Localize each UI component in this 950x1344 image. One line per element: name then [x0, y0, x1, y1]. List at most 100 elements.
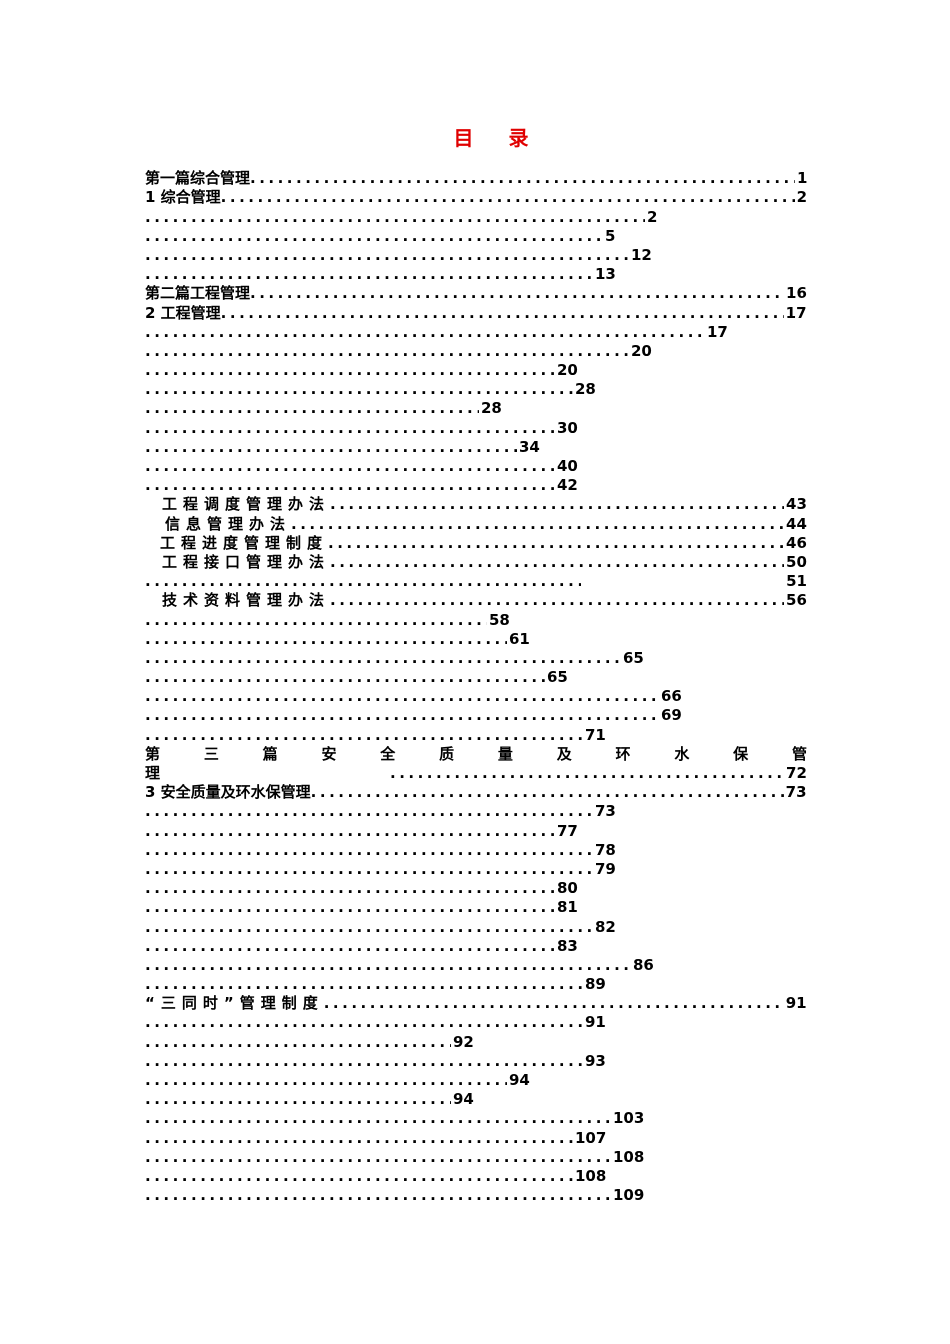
toc-entry[interactable]: ........................................… [145, 610, 807, 629]
toc-page-number: 17 [785, 303, 807, 322]
toc-entry[interactable]: ........................................… [145, 860, 807, 879]
toc-leader-dots: ........................................… [145, 380, 573, 399]
toc-entry[interactable]: ........................................… [145, 687, 807, 706]
toc-entry[interactable]: ........................................… [145, 1071, 807, 1090]
toc-page-number: 89 [585, 975, 606, 994]
toc-leader-dots: ........................................… [145, 399, 479, 418]
toc-entry[interactable]: 工程进度管理制度................................… [145, 534, 807, 553]
toc-entry[interactable]: ........................................… [145, 1186, 807, 1205]
toc-page-number: 50 [786, 552, 807, 571]
toc-leader-dots: ........................................… [323, 994, 784, 1013]
toc-entry[interactable]: ........................................… [145, 1052, 807, 1071]
toc-entry-label: 1 综合管理 [145, 188, 221, 207]
toc-leader-dots: ........................................… [145, 1128, 573, 1147]
toc-entry[interactable]: 工程接口管理办法................................… [145, 553, 807, 572]
toc-entry[interactable]: ........................................… [145, 361, 807, 380]
toc-entry[interactable]: “三同时”管理制度...............................… [145, 994, 807, 1013]
toc-page-number: 107 [575, 1128, 607, 1147]
toc-leader-dots: ........................................… [145, 648, 621, 667]
toc-entry[interactable]: ........................................… [145, 246, 807, 265]
toc-entry[interactable]: ........................................… [145, 457, 807, 476]
toc-page-number: 65 [547, 668, 568, 687]
toc-entry[interactable]: ........................................… [145, 1013, 807, 1032]
toc-title: 目 录 [453, 126, 543, 150]
toc-entry[interactable]: ........................................… [145, 1148, 807, 1167]
toc-entry[interactable]: ........................................… [145, 879, 807, 898]
toc-page-number: 72 [786, 764, 807, 782]
toc-entry[interactable]: ........................................… [145, 1032, 807, 1051]
toc-leader-dots: ........................................… [145, 610, 487, 629]
toc-leader-dots: ........................................… [145, 1090, 451, 1109]
toc-page-number: 82 [595, 917, 616, 936]
toc-page-number: 43 [786, 495, 807, 514]
toc-page-number: 80 [557, 879, 578, 898]
toc-leader-dots: ........................................… [145, 936, 555, 955]
toc-leader-dots: ........................................… [145, 265, 593, 284]
toc-leader-dots: ........................................… [145, 629, 507, 648]
toc-entry[interactable]: ........................................… [145, 821, 807, 840]
toc-entry[interactable]: ........................................… [145, 937, 807, 956]
toc-page-number: 109 [613, 1186, 645, 1205]
toc-page-number: 61 [509, 629, 530, 648]
toc-entry[interactable]: 第一篇综合管理.................................… [145, 169, 807, 188]
toc-entry[interactable]: 3 安全质量及环水保管理............................… [145, 783, 807, 802]
toc-entry[interactable]: ........................................… [145, 668, 807, 687]
toc-entry[interactable]: 工程调度管理办法................................… [145, 495, 807, 514]
toc-leader-dots: ........................................… [145, 687, 659, 706]
toc-entry[interactable]: ........................................… [145, 323, 807, 342]
toc-entry[interactable]: 第三篇安全质量及环水保管 [145, 745, 807, 764]
toc-entry[interactable]: ........................................… [145, 572, 807, 591]
toc-leader-dots: ........................................… [145, 476, 555, 495]
toc-entry[interactable]: 理.......................................… [145, 764, 807, 783]
toc-leader-dots: ........................................… [145, 226, 603, 245]
toc-entry-label: 2 工程管理 [145, 303, 221, 322]
toc-entry[interactable]: 1 综合管理..................................… [145, 188, 807, 207]
toc-entry[interactable]: 技术资料管理办法................................… [145, 591, 807, 610]
toc-leader-dots: ........................................… [291, 514, 784, 533]
toc-entry[interactable]: ........................................… [145, 418, 807, 437]
toc-entry[interactable]: ........................................… [145, 706, 807, 725]
toc-page-number: 28 [481, 399, 502, 418]
toc-entry[interactable]: 信息管理办法..................................… [145, 514, 807, 533]
toc-leader-dots: ........................................… [145, 418, 555, 437]
toc-entry[interactable]: ........................................… [145, 1167, 807, 1186]
toc-entry[interactable]: ........................................… [145, 265, 807, 284]
toc-entry[interactable]: ........................................… [145, 438, 807, 457]
toc-leader-dots: ........................................… [145, 457, 555, 475]
toc-entry[interactable]: ........................................… [145, 898, 807, 917]
toc-leader-dots: ........................................… [145, 898, 555, 917]
toc-entry[interactable]: ........................................… [145, 975, 807, 994]
toc-entry[interactable]: ........................................… [145, 342, 807, 361]
toc-entry[interactable]: ........................................… [145, 841, 807, 860]
toc-leader-dots: ........................................… [330, 591, 785, 610]
toc-entry[interactable]: ........................................… [145, 802, 807, 821]
toc-entry[interactable]: ........................................… [145, 630, 807, 649]
toc-page-number: 86 [633, 955, 654, 974]
toc-entry[interactable]: ........................................… [145, 399, 807, 418]
toc-leader-dots: ........................................… [145, 879, 555, 898]
toc-leader-dots: ........................................… [145, 207, 645, 226]
toc-entry[interactable]: ........................................… [145, 380, 807, 399]
toc-leader-dots: ........................................… [145, 1147, 611, 1166]
toc-entry[interactable]: ........................................… [145, 207, 807, 226]
toc-entry[interactable]: 2 工程管理..................................… [145, 303, 807, 322]
toc-entry[interactable]: ........................................… [145, 227, 807, 246]
toc-page-number: 79 [595, 859, 616, 878]
toc-page-number: 5 [605, 226, 616, 245]
toc-leader-dots: ........................................… [145, 361, 555, 380]
toc-leader-dots: ........................................… [145, 341, 629, 360]
toc-entry-label: 第三篇安全质量及环水保管 [145, 744, 807, 763]
toc-entry[interactable]: ........................................… [145, 649, 807, 668]
toc-entry[interactable]: ........................................… [145, 1090, 807, 1109]
toc-entry[interactable]: ........................................… [145, 1128, 807, 1147]
toc-entry[interactable]: ........................................… [145, 917, 807, 936]
toc-entry[interactable]: ........................................… [145, 476, 807, 495]
toc-entry[interactable]: ........................................… [145, 956, 807, 975]
toc-leader-dots: ........................................… [145, 1013, 583, 1032]
toc-entry[interactable]: ........................................… [145, 725, 807, 744]
toc-page-number: 77 [557, 821, 578, 840]
toc-page-number: 65 [623, 648, 644, 667]
toc-page-number: 83 [557, 936, 578, 955]
toc-entry[interactable]: ........................................… [145, 1109, 807, 1128]
toc-entry[interactable]: 第二篇工程管理.................................… [145, 284, 807, 303]
